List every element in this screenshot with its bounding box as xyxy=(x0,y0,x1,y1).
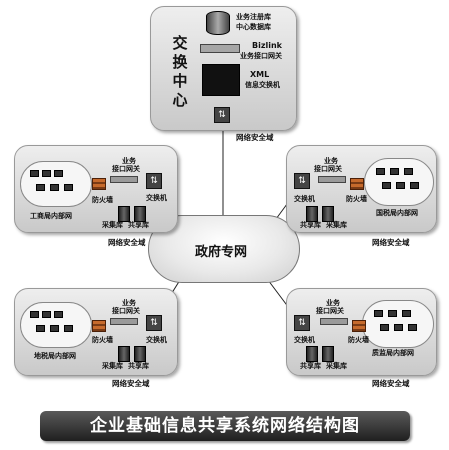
diagram-title: 企业基础信息共享系统网络结构图 xyxy=(40,411,410,441)
bureau-security-domain: 网络安全域 xyxy=(372,379,410,388)
switch-icon: ⇅ xyxy=(146,315,162,331)
pc-icon xyxy=(402,310,411,317)
bureau-security-domain: 网络安全域 xyxy=(372,238,410,247)
server-icon xyxy=(118,346,130,362)
xml-exchanger-icon xyxy=(202,64,240,96)
bizlink-label-2: 业务接口网关 xyxy=(240,52,282,60)
pc-icon xyxy=(42,311,51,318)
server-icon xyxy=(118,206,130,222)
exchange-center-title: 交 换 中 心 xyxy=(172,34,188,109)
firewall-icon xyxy=(92,320,106,332)
pc-icon xyxy=(54,311,63,318)
gateway-label-2: 接口网关 xyxy=(112,165,140,173)
db2-label: 采集库 xyxy=(326,221,347,229)
gateway-icon xyxy=(110,318,138,325)
bizlink-gateway-icon xyxy=(200,44,240,53)
xml-label-2: 信息交换机 xyxy=(245,81,280,89)
pc-icon xyxy=(404,168,413,175)
pc-icon xyxy=(30,311,39,318)
db1-label: 共享库 xyxy=(300,221,321,229)
bureau-network-label: 地税局内部网 xyxy=(34,352,76,360)
firewall-label: 防火墙 xyxy=(348,336,369,344)
firewall-label: 防火墙 xyxy=(92,196,113,204)
pc-icon xyxy=(394,324,403,331)
db-label-2: 中心数据库 xyxy=(236,23,271,31)
bureau-network-label: 质监局内部网 xyxy=(372,349,414,357)
pc-icon xyxy=(388,310,397,317)
switch-label: 交换机 xyxy=(294,336,315,344)
switch-icon: ⇅ xyxy=(294,315,310,331)
database-cylinder-icon xyxy=(206,11,230,35)
bureau-network-label: 工商局内部网 xyxy=(30,212,72,220)
pc-icon xyxy=(64,325,73,332)
pc-icon xyxy=(374,310,383,317)
bureau-network-label: 国税局内部网 xyxy=(376,209,418,217)
gateway-label-2: 接口网关 xyxy=(316,307,344,315)
pc-icon xyxy=(380,324,389,331)
server-icon xyxy=(306,206,318,222)
db2-label: 共享库 xyxy=(128,362,149,370)
server-icon xyxy=(322,346,334,362)
xml-label-1: XML xyxy=(250,70,270,79)
pc-icon xyxy=(54,170,63,177)
pc-icon xyxy=(64,184,73,191)
switch-label: 交换机 xyxy=(146,194,167,202)
gateway-icon xyxy=(110,176,138,183)
gateway-label-1: 业务 xyxy=(326,299,340,307)
firewall-icon xyxy=(92,178,106,190)
gateway-label-1: 业务 xyxy=(324,157,338,165)
gateway-icon xyxy=(318,176,346,183)
pc-icon xyxy=(410,182,419,189)
db1-label: 采集库 xyxy=(102,362,123,370)
db1-label: 采集库 xyxy=(102,221,123,229)
db2-label: 采集库 xyxy=(326,362,347,370)
switch-label: 交换机 xyxy=(294,195,315,203)
bureau-security-domain: 网络安全域 xyxy=(112,379,150,388)
pc-icon xyxy=(50,325,59,332)
pc-icon xyxy=(396,182,405,189)
gateway-label-1: 业务 xyxy=(122,299,136,307)
gov-network-cloud xyxy=(148,215,300,283)
firewall-label: 防火墙 xyxy=(346,195,367,203)
db-label-1: 业务注册库 xyxy=(236,13,271,21)
switch-icon: ⇅ xyxy=(294,173,310,189)
firewall-icon xyxy=(350,178,364,190)
server-icon xyxy=(322,206,334,222)
firewall-icon xyxy=(352,320,366,332)
gov-network-label: 政府专网 xyxy=(195,245,248,260)
bizlink-label-1: Bizlink xyxy=(252,41,282,50)
gateway-label-2: 接口网关 xyxy=(112,307,140,315)
pc-icon xyxy=(42,170,51,177)
pc-icon xyxy=(390,168,399,175)
pc-icon xyxy=(30,170,39,177)
switch-icon: ⇅ xyxy=(146,173,162,189)
gateway-label-2: 接口网关 xyxy=(314,165,342,173)
firewall-label: 防火墙 xyxy=(92,336,113,344)
pc-icon xyxy=(408,324,417,331)
switch-icon: ⇅ xyxy=(214,107,230,123)
db1-label: 共享库 xyxy=(300,362,321,370)
pc-icon xyxy=(50,184,59,191)
gateway-icon xyxy=(320,318,348,325)
bureau-security-domain: 网络安全域 xyxy=(108,238,146,247)
pc-icon xyxy=(36,325,45,332)
pc-icon xyxy=(382,182,391,189)
server-icon xyxy=(134,346,146,362)
switch-label: 交换机 xyxy=(146,336,167,344)
pc-icon xyxy=(376,168,385,175)
server-icon xyxy=(134,206,146,222)
pc-icon xyxy=(36,184,45,191)
center-security-domain: 网络安全域 xyxy=(236,133,274,142)
gateway-label-1: 业务 xyxy=(122,157,136,165)
server-icon xyxy=(306,346,318,362)
db2-label: 共享库 xyxy=(128,221,149,229)
